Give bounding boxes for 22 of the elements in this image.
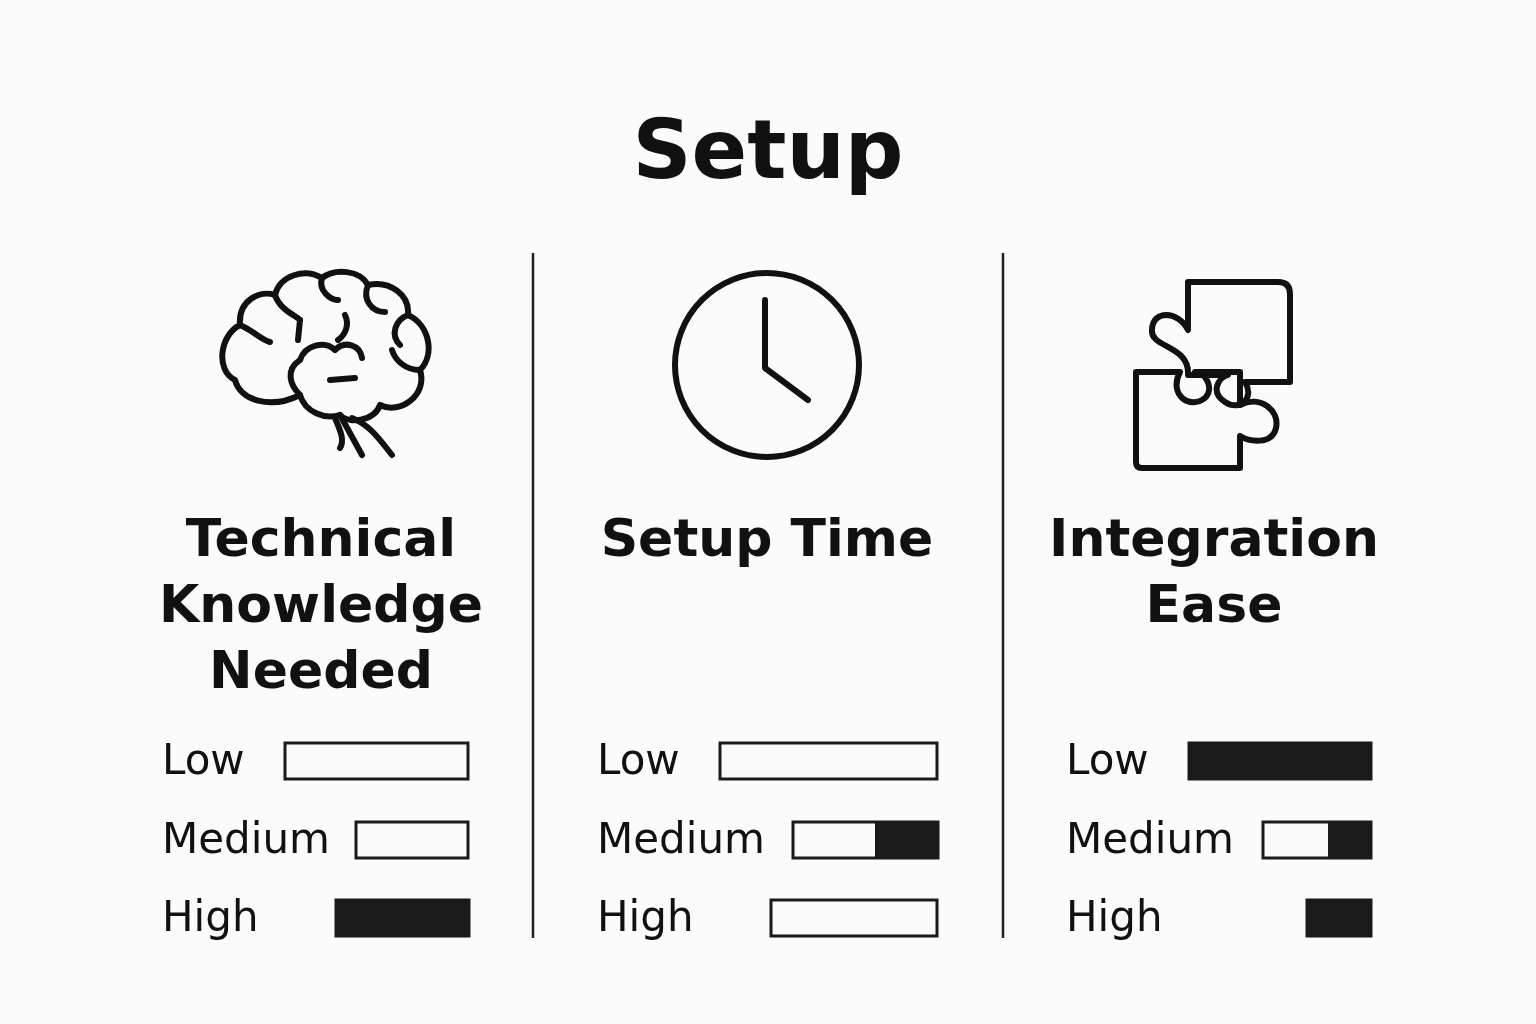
level-bar (1187, 741, 1373, 781)
level-bar (334, 898, 471, 938)
column-heading: Technical Knowledge Needed (158, 507, 484, 702)
level-bar (791, 820, 940, 860)
column-heading: Setup Time (599, 507, 935, 570)
level-label: Low (597, 735, 680, 785)
level-bar (354, 820, 470, 860)
level-label: Medium (162, 814, 330, 864)
level-label: Low (162, 735, 245, 785)
column-heading: Integration Ease (1048, 507, 1380, 636)
level-bar (1261, 820, 1373, 860)
level-label: Low (1066, 735, 1149, 785)
level-label: Medium (597, 814, 765, 864)
level-label: Medium (1066, 814, 1234, 864)
level-label: High (597, 892, 694, 942)
level-bar (769, 898, 939, 938)
level-label: High (1066, 892, 1163, 942)
level-label: High (162, 892, 259, 942)
level-bar (283, 741, 470, 781)
level-bar (718, 741, 939, 781)
diagram-title: Setup (631, 101, 905, 199)
level-bar (1305, 898, 1373, 938)
